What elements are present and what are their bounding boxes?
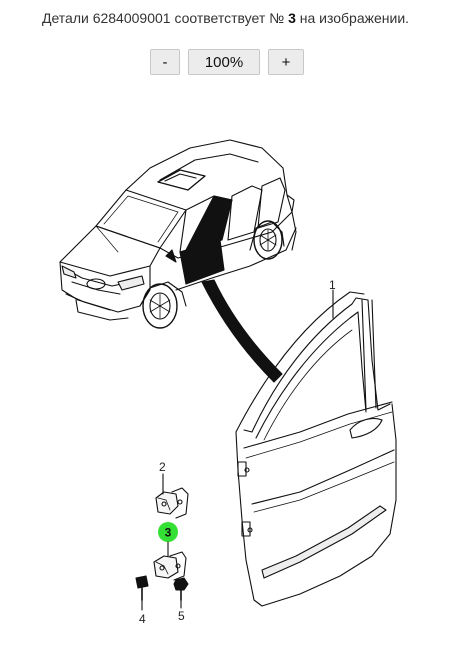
zoom-out-button[interactable]: - [150, 49, 180, 75]
callout-4[interactable]: 4 [139, 612, 146, 626]
car-illustration [59, 139, 297, 329]
callout-2[interactable]: 2 [159, 460, 166, 474]
zoom-controls: - 100% + [150, 49, 304, 75]
caption-suffix: на изображении. [299, 10, 410, 26]
page-caption: Детали 6284009001 соответствует № 3 на и… [0, 10, 451, 26]
front-door-illustration [235, 291, 397, 607]
caption-part-number: 3 [288, 10, 296, 26]
nut-illustration [173, 577, 189, 601]
upper-hinge-illustration [155, 487, 189, 519]
door-pointer-sweep [201, 279, 283, 383]
callout-3[interactable]: 3 [165, 526, 172, 540]
bolt-illustration [135, 575, 149, 601]
highlight-marker [158, 522, 178, 542]
zoom-level-button[interactable]: 100% [188, 49, 260, 75]
callout-1[interactable]: 1 [329, 278, 336, 292]
lower-hinge-illustration [153, 551, 187, 581]
zoom-in-button[interactable]: + [268, 49, 304, 75]
callout-5[interactable]: 5 [178, 609, 185, 623]
caption-prefix: Детали 6284009001 соответствует № [41, 10, 289, 26]
callout-3-highlight[interactable]: 3 [158, 522, 178, 542]
